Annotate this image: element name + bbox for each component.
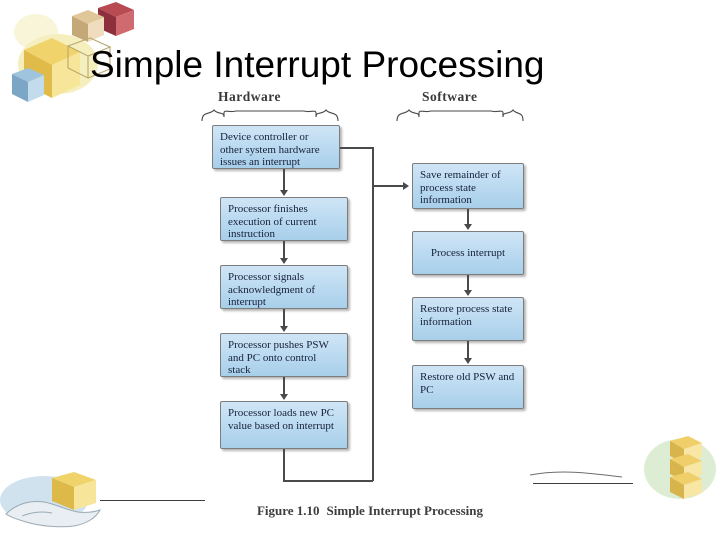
figure-caption-number: Figure 1.10	[256, 503, 320, 518]
arrowhead-sw3	[464, 290, 472, 296]
figure-caption: Figure 1.10 Simple Interrupt Processing	[190, 503, 550, 519]
flow-box-hardware-3: Processor signals acknowledgment of inte…	[220, 265, 348, 309]
connector-sw2-sw3	[467, 275, 469, 291]
connector-hw5-right	[283, 480, 373, 482]
page-title: Simple Interrupt Processing	[90, 44, 545, 85]
connector-sw1-sw2	[467, 209, 469, 225]
interrupt-processing-diagram: Hardware Software Device controller or o…	[190, 85, 550, 530]
figure-caption-text: Simple Interrupt Processing	[326, 503, 484, 518]
hardware-brace-icon	[200, 107, 340, 123]
connector-into-sw1	[372, 185, 404, 187]
green-cubes-icon	[529, 435, 720, 510]
flow-box-hardware-1: Device controller or other system hardwa…	[212, 125, 340, 169]
divider-left	[100, 500, 205, 501]
divider-right	[533, 483, 633, 484]
connector-hw3-hw4	[283, 309, 285, 327]
flow-box-software-1: Save remainder of process state informat…	[412, 163, 524, 209]
column-header-hardware: Hardware	[218, 89, 281, 104]
flow-box-software-3: Restore process state information	[412, 297, 524, 341]
connector-hw4-hw5	[283, 377, 285, 395]
arrowhead-hw2	[280, 190, 288, 196]
connector-hw1-hw2	[283, 169, 285, 191]
connector-sw3-sw4	[467, 341, 469, 359]
column-header-software: Software	[422, 89, 478, 104]
connector-hw1-right	[340, 147, 373, 149]
arrowhead-hw5	[280, 394, 288, 400]
flow-box-software-4: Restore old PSW and PC	[412, 365, 524, 409]
connector-hw5-down	[283, 449, 285, 481]
flow-box-hardware-2: Processor finishes execution of current …	[220, 197, 348, 241]
arrowhead-sw1	[403, 182, 409, 190]
arrowhead-hw3	[280, 258, 288, 264]
flow-box-hardware-4: Processor pushes PSW and PC onto control…	[220, 333, 348, 377]
flow-box-software-2: Process interrupt	[412, 231, 524, 275]
connector-hw2-hw3	[283, 241, 285, 259]
flow-box-hardware-5: Processor loads new PC value based on in…	[220, 401, 348, 449]
software-brace-icon	[395, 107, 525, 123]
arrowhead-sw2	[464, 224, 472, 230]
cube-cluster-icon	[6, 2, 136, 112]
arrowhead-hw4	[280, 326, 288, 332]
arrowhead-sw4	[464, 358, 472, 364]
hand-cube-icon	[0, 470, 210, 540]
connector-vertical-bridge	[372, 147, 374, 481]
